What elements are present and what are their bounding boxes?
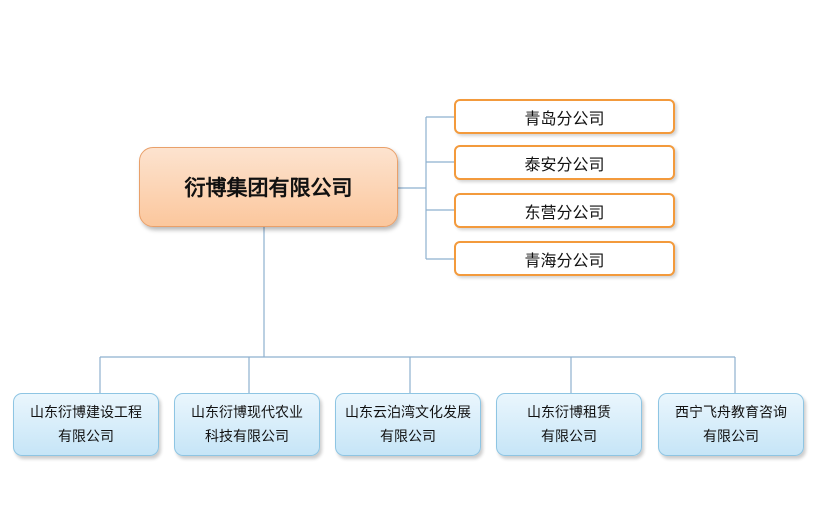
branch-label: 东营分公司	[524, 202, 605, 222]
branch-label: 青海分公司	[524, 250, 605, 270]
root-node: 衍博集团有限公司	[139, 147, 398, 227]
subsidiary-line1: 西宁飞舟教育咨询	[675, 404, 787, 421]
subsidiary-node-1: 山东衍博建设工程 有限公司	[13, 393, 159, 456]
branch-label: 青岛分公司	[524, 108, 605, 128]
subsidiary-node-3: 山东云泊湾文化发展 有限公司	[335, 393, 481, 456]
branch-label: 泰安分公司	[524, 154, 605, 174]
branch-node-qinghai: 青海分公司	[454, 241, 675, 276]
subsidiary-line2: 有限公司	[380, 428, 436, 445]
branch-node-qingdao: 青岛分公司	[454, 99, 675, 134]
subsidiary-line2: 科技有限公司	[205, 428, 289, 445]
subsidiary-node-5: 西宁飞舟教育咨询 有限公司	[658, 393, 804, 456]
subsidiary-line2: 有限公司	[58, 428, 114, 445]
subsidiary-node-4: 山东衍博租赁 有限公司	[496, 393, 642, 456]
branch-node-dongying: 东营分公司	[454, 193, 675, 228]
subsidiary-line2: 有限公司	[541, 428, 597, 445]
subsidiary-line1: 山东衍博租赁	[527, 404, 611, 421]
subsidiary-line1: 山东衍博建设工程	[30, 404, 142, 421]
subsidiary-line1: 山东衍博现代农业	[191, 404, 303, 421]
branch-node-taian: 泰安分公司	[454, 145, 675, 180]
root-label: 衍博集团有限公司	[184, 176, 353, 200]
subsidiary-node-2: 山东衍博现代农业 科技有限公司	[174, 393, 320, 456]
subsidiary-line1: 山东云泊湾文化发展	[345, 404, 471, 421]
subsidiary-line2: 有限公司	[703, 428, 759, 445]
